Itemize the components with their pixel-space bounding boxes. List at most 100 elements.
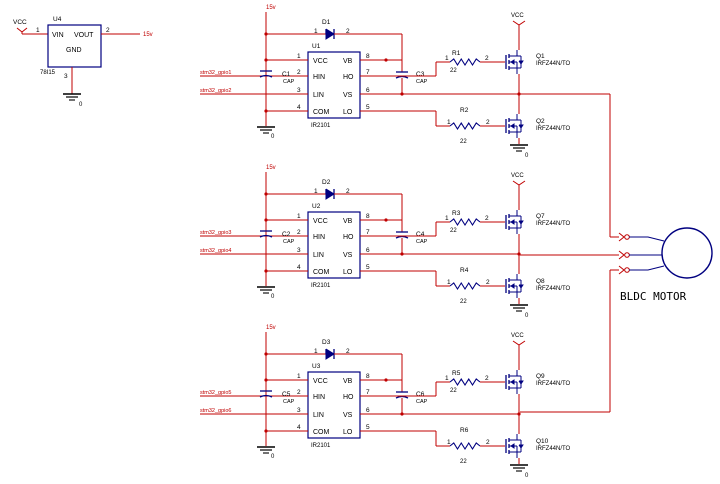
supply-net-label: 15v	[266, 325, 276, 331]
motor-terminal	[618, 265, 630, 275]
q-low-part: IRFZ44N/TO	[536, 126, 571, 132]
r-low-ref: R6	[460, 427, 469, 434]
driver-ic-body	[307, 371, 361, 439]
reg-ref: U4	[53, 16, 62, 23]
r-low-pin-1: 1	[447, 279, 451, 286]
bootstrap-cap-ref: C4	[416, 231, 425, 238]
mosfet-vcc-label: VCC	[511, 173, 524, 179]
bootstrap-cap-type: CAP	[416, 79, 428, 85]
driver-pin-name-ho: HO	[343, 234, 354, 241]
junction-dot	[264, 378, 268, 382]
q-low-part: IRFZ44N/TO	[536, 446, 571, 452]
reg-pin-in: 1	[36, 27, 40, 34]
q-low-ref: Q2	[536, 118, 545, 125]
motor-label: BLDC MOTOR	[620, 290, 687, 303]
r-high-value: 22	[450, 388, 457, 394]
junction-dot	[264, 192, 268, 196]
driver-pin-number: 4	[297, 424, 301, 431]
driver-gnd-net: 0	[271, 294, 275, 300]
junction-dot	[384, 218, 388, 222]
driver-pin-number: 4	[297, 264, 301, 271]
driver-pin-number: 2	[297, 69, 301, 76]
driver-pin-name-vs: VS	[343, 412, 353, 419]
resistor-zigzag	[449, 377, 481, 387]
junction-dot	[264, 32, 268, 36]
driver-pin-name-com: COM	[313, 109, 330, 116]
diode-pin-1: 1	[314, 28, 318, 35]
driver-pin-name-vcc: VCC	[313, 218, 328, 225]
r-high-pin-1: 1	[445, 55, 449, 62]
driver-pin-number: 3	[297, 407, 301, 414]
hin-net-label: stm32_gpio3	[200, 230, 232, 236]
r-low-value: 22	[460, 299, 467, 305]
junction-dot	[264, 109, 268, 113]
diode-ref: D3	[322, 339, 331, 346]
ground-symbol	[256, 126, 276, 134]
r-low-pin-1: 1	[447, 119, 451, 126]
driver-pin-name-lo: LO	[343, 269, 353, 276]
r-high-pin-1: 1	[445, 215, 449, 222]
driver-pin-number: 1	[297, 373, 301, 380]
capacitor-plate	[395, 395, 409, 399]
bldc-motor-symbol	[661, 227, 713, 279]
reg-part-label: 78I15	[40, 70, 56, 76]
lin-net-label: stm32_gpio2	[200, 88, 232, 94]
r-high-ref: R1	[452, 50, 461, 57]
voltage-regulator-u4: VCC 1 U4 VIN VOUT GND 78I15 2 15v 3 0	[13, 16, 153, 108]
q-low-part: IRFZ44N/TO	[536, 286, 571, 292]
reg-out-net-label: 15v	[143, 32, 153, 38]
r-high-pin-2: 2	[485, 55, 489, 62]
junction-dot	[384, 378, 388, 382]
q-low-gnd: 0	[525, 153, 529, 159]
reg-in-net-label: VCC	[13, 19, 27, 26]
driver-pin-name-com: COM	[313, 429, 330, 436]
diode-pin-2: 2	[346, 348, 350, 355]
diode-pin-2: 2	[346, 28, 350, 35]
driver-pin-name-hin: HIN	[313, 394, 325, 401]
driver-part-label: IR2101	[311, 283, 331, 289]
supply-net-label: 15v	[266, 5, 276, 11]
driver-pin-number: 5	[366, 264, 370, 271]
q-high-part: IRFZ44N/TO	[536, 221, 571, 227]
reg-gnd-net-label: 0	[79, 102, 83, 108]
r-high-pin-1: 1	[445, 375, 449, 382]
driver-ref: U3	[312, 363, 321, 370]
reg-vin-pin-name: VIN	[52, 32, 64, 39]
driver-pin-number: 6	[366, 407, 370, 414]
q-high-part: IRFZ44N/TO	[536, 61, 571, 67]
motor-terminal	[618, 250, 630, 260]
diode-ref: D2	[322, 179, 331, 186]
resistor-zigzag	[449, 281, 481, 291]
r-low-pin-2: 2	[486, 119, 490, 126]
r-high-value: 22	[450, 228, 457, 234]
decoupling-cap-type: CAP	[283, 399, 295, 405]
decoupling-cap-ref: C5	[282, 391, 291, 398]
driver-pin-name-hin: HIN	[313, 234, 325, 241]
driver-pin-number: 1	[297, 53, 301, 60]
driver-pin-number: 1	[297, 213, 301, 220]
driver-pin-name-ho: HO	[343, 74, 354, 81]
bootstrap-cap-type: CAP	[416, 239, 428, 245]
q-low-ref: Q8	[536, 278, 545, 285]
driver-pin-number: 5	[366, 104, 370, 111]
mosfet-vcc-label: VCC	[511, 13, 524, 19]
driver-pin-number: 8	[366, 53, 370, 60]
capacitor-plate	[259, 394, 273, 398]
diode-ref: D1	[322, 19, 331, 26]
decoupling-cap-ref: C2	[282, 231, 291, 238]
r-high-ref: R3	[452, 210, 461, 217]
driver-pin-number: 7	[366, 389, 370, 396]
ground-symbol	[509, 304, 529, 312]
driver-pin-name-vcc: VCC	[313, 378, 328, 385]
lin-net-label: stm32_gpio6	[200, 408, 232, 414]
q-low-gnd: 0	[525, 313, 529, 319]
capacitor-plate	[259, 74, 273, 78]
q-low-gnd: 0	[525, 473, 529, 479]
q-high-ref: Q1	[536, 53, 545, 60]
decoupling-cap-type: CAP	[283, 79, 295, 85]
